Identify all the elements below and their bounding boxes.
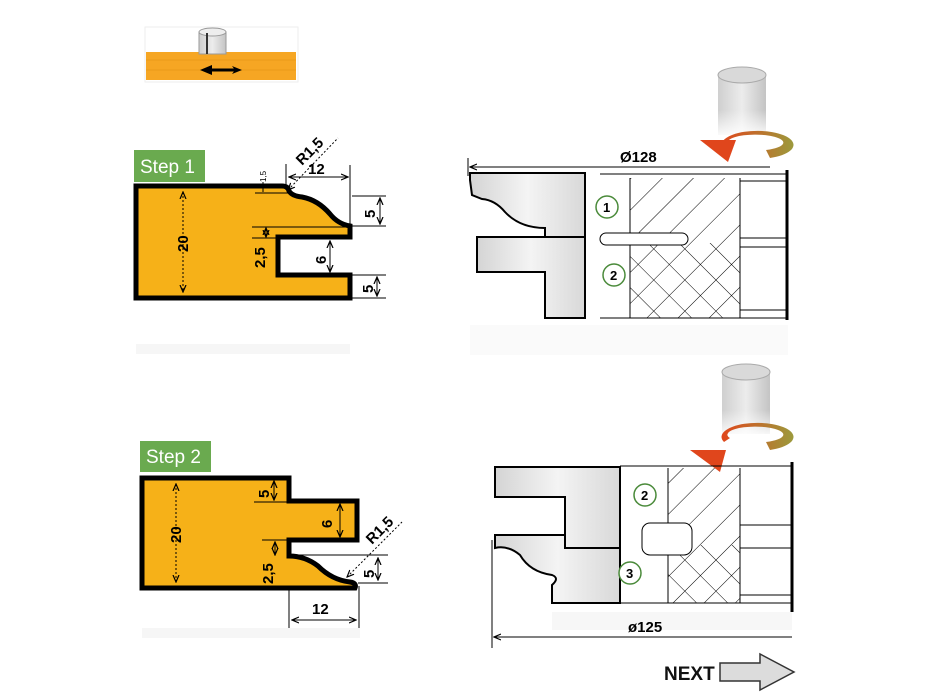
rotation-arrow-icon (700, 130, 794, 162)
svg-text:1: 1 (603, 200, 610, 215)
svg-text:2: 2 (610, 268, 617, 283)
knife-2-marker: 2 (602, 263, 626, 287)
step1-profile (133, 183, 353, 354)
svg-text:5: 5 (362, 210, 379, 218)
svg-text:6: 6 (319, 520, 336, 528)
knife-1-marker: 1 (595, 195, 619, 219)
svg-text:2: 2 (641, 488, 648, 503)
svg-text:12: 12 (308, 161, 325, 178)
step2-profile (139, 475, 360, 638)
svg-text:NEXT: NEXT (664, 664, 715, 685)
svg-text:3: 3 (626, 566, 633, 581)
next-button[interactable]: NEXT (664, 652, 796, 692)
cutter2-diameter: ø125 (491, 540, 792, 648)
svg-text:20: 20 (175, 235, 192, 252)
svg-text:2,5: 2,5 (260, 563, 277, 584)
feed-direction-arrow-icon (200, 65, 242, 75)
svg-text:12: 12 (312, 601, 329, 618)
arrow-right-icon (719, 652, 796, 692)
svg-text:ø125: ø125 (628, 619, 662, 636)
knife-3-marker: 3 (618, 561, 642, 585)
svg-text:5: 5 (256, 490, 273, 498)
svg-text:20: 20 (168, 526, 185, 543)
cutter1-diameter: Ø128 (467, 149, 770, 176)
step2-dimensions: 20 5 6 2,5 5 R1,5 12 (168, 481, 403, 628)
cutter2-body (494, 462, 794, 630)
svg-text:1,5: 1,5 (259, 170, 268, 182)
svg-text:6: 6 (313, 256, 330, 264)
step1-badge: Step 1 (134, 150, 205, 182)
svg-text:2,5: 2,5 (252, 247, 269, 268)
cutter1-body (469, 170, 789, 355)
cutter1-spindle (716, 66, 768, 138)
feed-illustration (144, 26, 299, 83)
knife-2-marker: 2 (633, 483, 657, 507)
svg-text:5: 5 (360, 285, 377, 293)
svg-text:Step 2: Step 2 (146, 447, 201, 468)
svg-text:Ø128: Ø128 (620, 149, 657, 166)
step2-badge: Step 2 (140, 441, 211, 472)
svg-text:R1,5: R1,5 (363, 513, 397, 547)
svg-text:Step 1: Step 1 (140, 157, 195, 178)
svg-text:5: 5 (361, 570, 378, 578)
